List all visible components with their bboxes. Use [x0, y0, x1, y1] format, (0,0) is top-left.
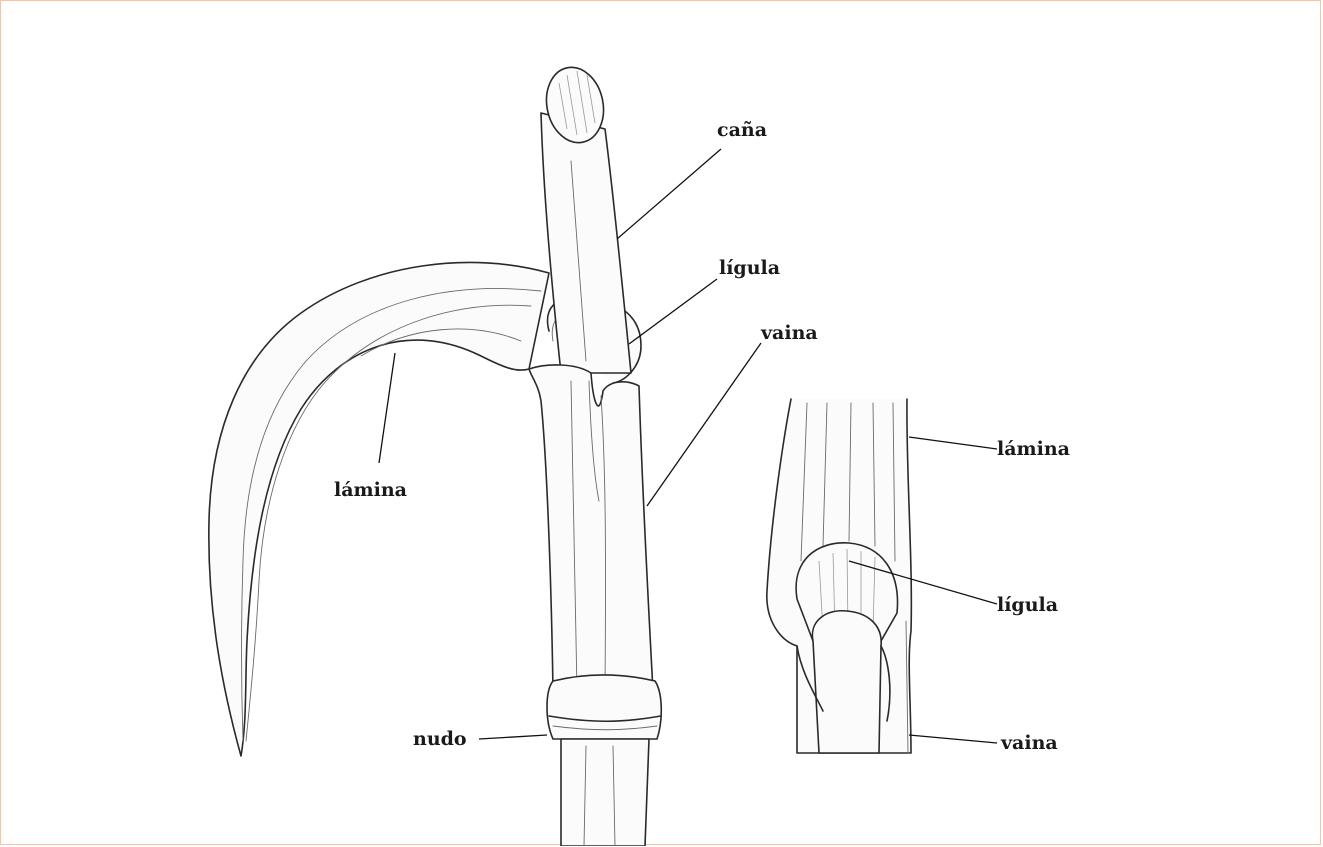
leader-nudo [479, 735, 547, 739]
leader-inset-vaina [909, 735, 997, 743]
sheath-main [529, 365, 653, 691]
main-illustration: caña lígula vaina lámina nudo [209, 62, 818, 846]
label-vaina-main: vaina [760, 322, 818, 344]
label-ligula-main: lígula [719, 257, 780, 279]
node-main [547, 675, 661, 846]
label-lamina-main: lámina [334, 479, 407, 501]
label-nudo: nudo [413, 728, 467, 750]
label-vaina-inset: vaina [1000, 732, 1058, 754]
inset-illustration: lámina lígula vaina [767, 399, 1070, 754]
label-lamina-inset: lámina [997, 438, 1070, 460]
leader-ligula [629, 279, 717, 344]
leader-lamina [379, 353, 395, 463]
label-ligula-inset: lígula [997, 594, 1058, 616]
leader-cana [617, 149, 721, 239]
leader-vaina [647, 343, 761, 506]
leader-inset-lamina [909, 437, 997, 449]
leaf-blade-main [209, 262, 549, 756]
label-cana: caña [717, 119, 767, 141]
